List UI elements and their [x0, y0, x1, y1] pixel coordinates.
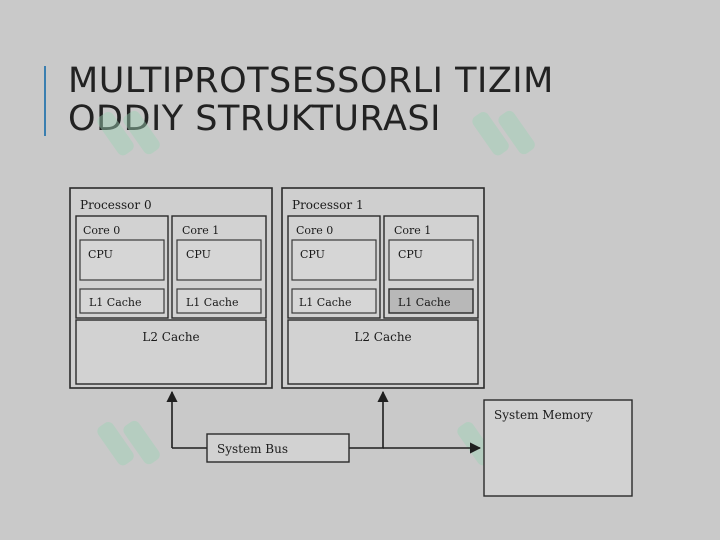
processor-0-l2-label: L2 Cache: [142, 330, 199, 344]
processor-0-core-0-cpu-label: CPU: [88, 248, 113, 261]
processor-0-core-1-cpu-label: CPU: [186, 248, 211, 261]
processor-0-core-0-label: Core 0: [83, 224, 120, 237]
processor-1-core-1-cpu: [388, 239, 474, 281]
processor-1: Processor 1 Core 0 CPU L1 Cache Core 1 C…: [281, 187, 485, 389]
processor-1-core-0-l1: [291, 288, 377, 314]
processor-0: Processor 0 Core 0 CPU L1 Cache Core 1 C…: [69, 187, 273, 389]
slide-title-line-1: MULTIPROTSESSORLI TIZIM: [68, 61, 554, 101]
system-bus: System Bus: [206, 433, 350, 463]
bus-to-processor-1-arrow: [349, 390, 389, 449]
processor-0-core-0-cpu: [79, 239, 165, 281]
processor-1-core-1-l1-label: L1 Cache: [398, 296, 451, 309]
processor-1-label: Processor 1: [292, 198, 364, 212]
system-memory-box: [483, 399, 633, 497]
processor-0-core-1-l1: [176, 288, 262, 314]
system-memory-label: System Memory: [494, 408, 593, 422]
processor-0-core-1-cpu: [176, 239, 262, 281]
processor-1-core-0-cpu-label: CPU: [300, 248, 325, 261]
slide-title: MULTIPROTSESSORLI TIZIM ODDIY STRUKTURAS…: [68, 62, 688, 138]
processor-0-label: Processor 0: [80, 198, 152, 212]
processor-0-core-1-l1-label: L1 Cache: [186, 296, 239, 309]
processor-1-core-1-l1: [388, 288, 474, 314]
processor-1-core-0-cpu: [291, 239, 377, 281]
processor-0-core-0-l1-label: L1 Cache: [89, 296, 142, 309]
processor-1-core-0-label: Core 0: [296, 224, 333, 237]
processor-0-core-1-label: Core 1: [182, 224, 219, 237]
processor-1-l2-cache: [287, 319, 479, 385]
processor-1-l2-label: L2 Cache: [354, 330, 411, 344]
processor-0-core-0-l1: [79, 288, 165, 314]
system-bus-label: System Bus: [217, 442, 288, 456]
slide-title-line-2: ODDIY STRUKTURASI: [68, 99, 441, 139]
system-bus-box: [206, 433, 350, 463]
processor-1-core-0-l1-label: L1 Cache: [299, 296, 352, 309]
processor-0-l2-cache: [75, 319, 267, 385]
bus-connections: [166, 390, 482, 454]
system-memory: System Memory: [483, 399, 633, 497]
processor-1-core-1-cpu-label: CPU: [398, 248, 423, 261]
title-accent-bar: [44, 66, 46, 136]
processor-1-core-1-label: Core 1: [394, 224, 431, 237]
